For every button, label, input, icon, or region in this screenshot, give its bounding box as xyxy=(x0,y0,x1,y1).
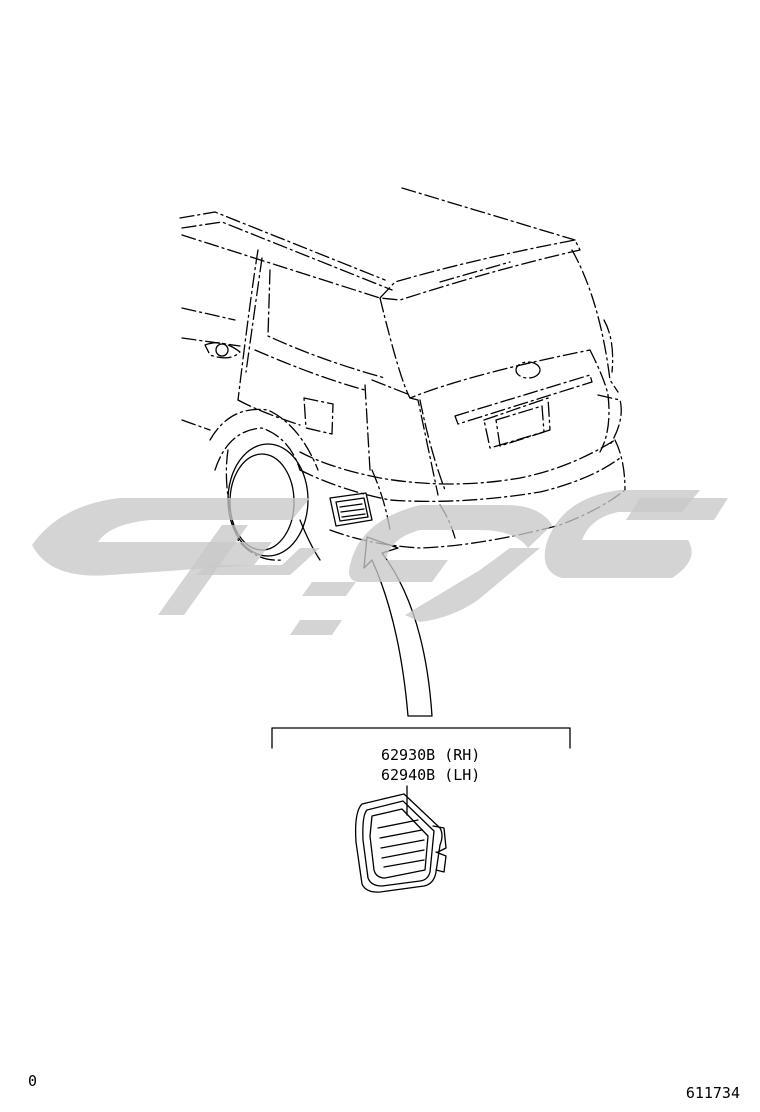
installed-vent-location xyxy=(329,492,373,527)
vehicle-outline xyxy=(179,187,626,561)
callout-bracket xyxy=(271,727,571,816)
vent-part-illustration xyxy=(354,793,447,893)
part-number-lh: 62940B (LH) xyxy=(381,766,480,784)
footer-left-code: 0 xyxy=(28,1072,37,1090)
watermark-logo xyxy=(32,490,728,635)
figure-number: 611734 xyxy=(686,1084,740,1102)
part-number-rh: 62930B (RH) xyxy=(381,746,480,764)
